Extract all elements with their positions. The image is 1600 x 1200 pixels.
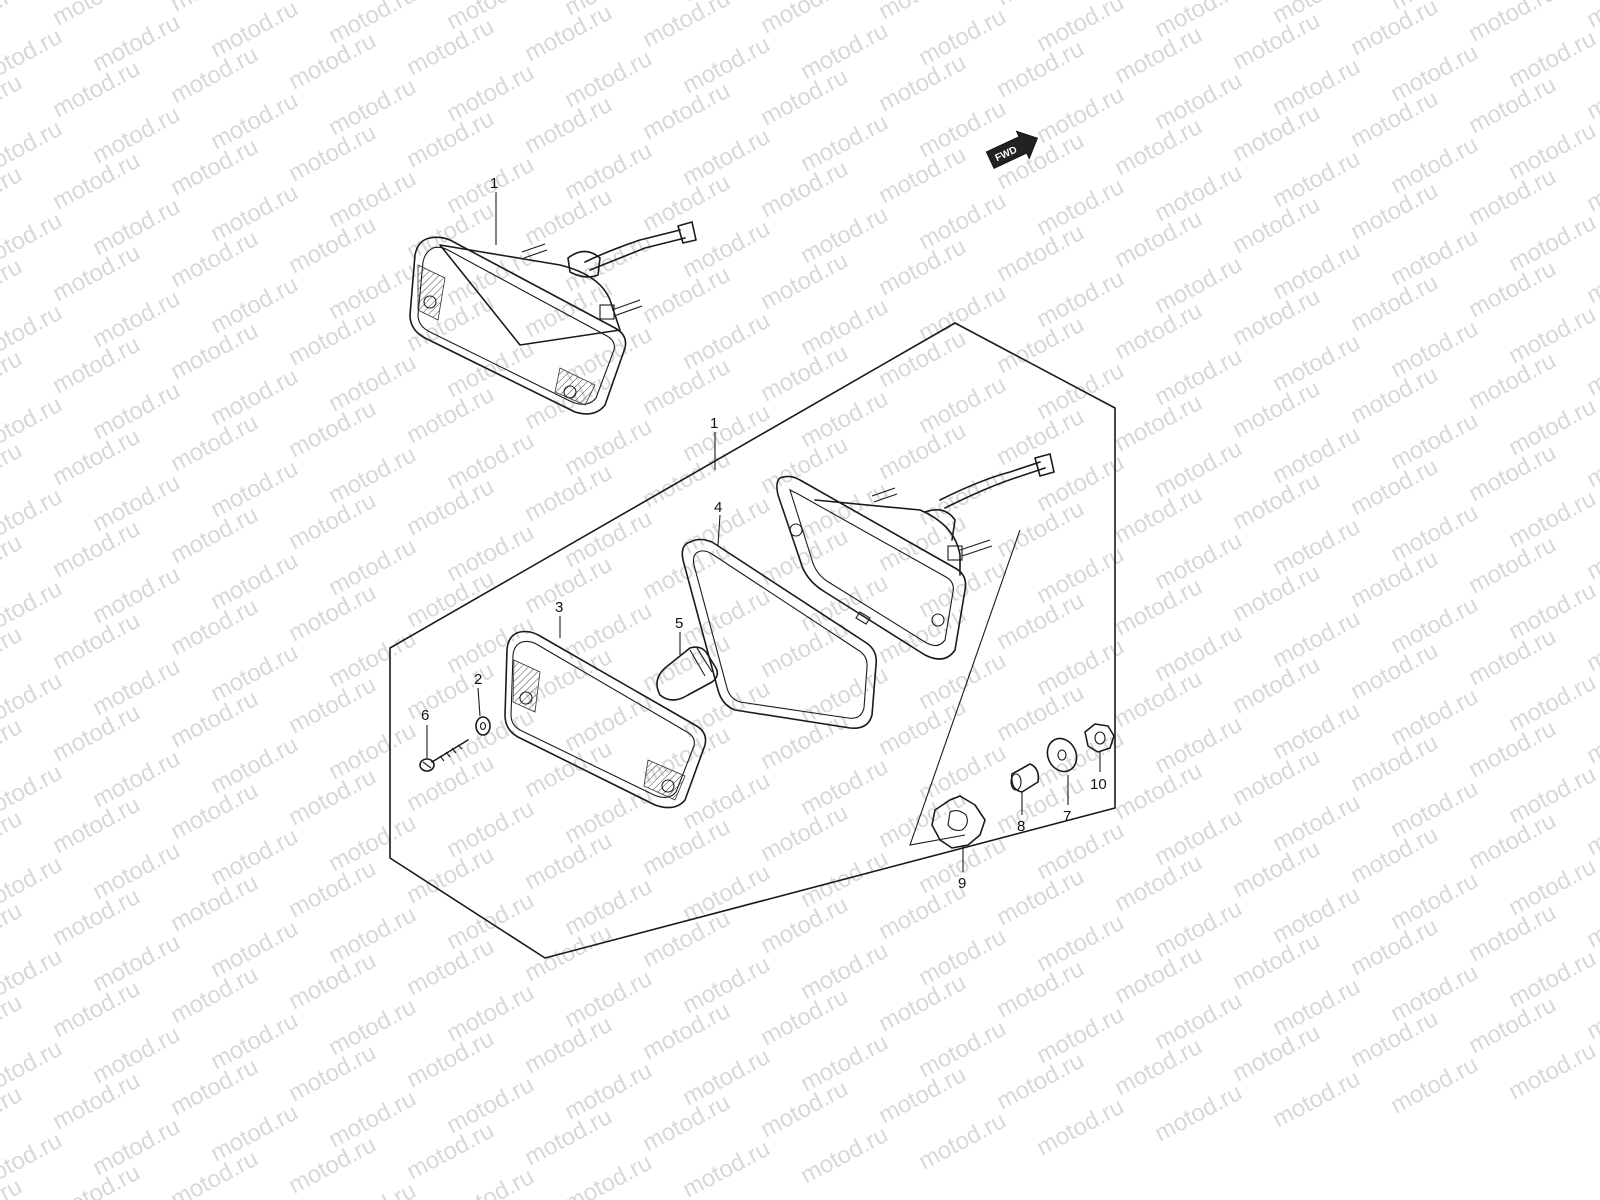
watermark-text: motod.ru: [1582, 885, 1600, 953]
watermark-text: motod.ru: [1582, 333, 1600, 401]
watermark-text: motod.ru: [1582, 57, 1600, 125]
watermark-text: motod.ru: [0, 253, 26, 321]
callout-3: 3: [555, 599, 563, 616]
exploded-view-box: [389, 322, 1116, 959]
watermark-text: motod.ru: [0, 161, 26, 229]
watermark-text: motod.ru: [678, 1135, 774, 1200]
callout-10: 10: [1090, 776, 1107, 793]
watermark-text: motod.ru: [48, 0, 144, 31]
screw: [419, 739, 469, 772]
hardware-wedge: [909, 529, 1021, 846]
watermark-text: motod.ru: [1582, 701, 1600, 769]
watermark-text: motod.ru: [0, 897, 26, 965]
watermark-text: motod.ru: [1504, 1037, 1600, 1105]
watermark-text: motod.ru: [1582, 425, 1600, 493]
watermark-text: motod.ru: [756, 0, 852, 39]
watermark-text: motod.ru: [0, 345, 26, 413]
watermark-text: motod.ru: [0, 805, 26, 873]
bulb: [656, 646, 719, 701]
watermark-text: motod.ru: [1150, 1079, 1246, 1147]
watermark-text: motod.ru: [1582, 609, 1600, 677]
callout-1-box: 1: [710, 415, 718, 432]
callout-4: 4: [714, 499, 722, 516]
watermark-text: motod.ru: [1582, 149, 1600, 217]
leader-line-2: [477, 687, 481, 717]
watermark-text: motod.ru: [0, 1081, 26, 1149]
callout-5: 5: [675, 615, 683, 632]
watermark-text: motod.ru: [874, 0, 970, 25]
watermark-text: motod.ru: [1032, 1093, 1128, 1161]
collar: [1010, 763, 1040, 793]
watermark-text: motod.ru: [442, 1163, 538, 1200]
watermark-text: motod.ru: [0, 0, 26, 45]
watermark-text: motod.ru: [0, 437, 26, 505]
watermark-text: motod.ru: [796, 1121, 892, 1189]
lens-gasket: [681, 538, 878, 730]
watermark-text: motod.ru: [0, 989, 26, 1057]
watermark-text: motod.ru: [1464, 0, 1560, 47]
callout-8: 8: [1017, 818, 1025, 835]
watermark-text: motod.ru: [324, 1177, 420, 1200]
watermark-text: motod.ru: [1346, 0, 1442, 61]
leader-line-4: [717, 514, 721, 546]
watermark-text: motod.ru: [1582, 977, 1600, 1045]
watermark-text: motod.ru: [1386, 1051, 1482, 1119]
watermark-text: motod.ru: [0, 69, 26, 137]
turn-signal-lamp-assembly-top: [409, 221, 697, 415]
fwd-arrow-icon: FWD: [985, 130, 1039, 169]
callout-1-top: 1: [490, 175, 498, 192]
watermark-text: motod.ru: [560, 1149, 656, 1200]
turn-signal-lens: [504, 630, 707, 809]
watermark-text: motod.ru: [1582, 517, 1600, 585]
watermark-text: motod.ru: [0, 621, 26, 689]
flange-nut: [1084, 723, 1115, 753]
watermark-text: motod.ru: [992, 0, 1088, 11]
washer-small: [475, 716, 491, 736]
watermark-text: motod.ru: [0, 713, 26, 781]
lamp-housing: [776, 453, 1055, 660]
callout-9: 9: [958, 875, 966, 892]
callout-2: 2: [474, 671, 482, 688]
grommet: [931, 795, 986, 849]
callout-7: 7: [1063, 808, 1071, 825]
watermark-text: motod.ru: [0, 529, 26, 597]
watermark-text: motod.ru: [166, 0, 262, 17]
watermark-text: motod.ru: [1268, 1065, 1364, 1133]
callout-6: 6: [421, 707, 429, 724]
watermark-text: motod.ru: [1582, 793, 1600, 861]
washer-large: [1046, 737, 1078, 773]
watermark-text: motod.ru: [914, 1107, 1010, 1175]
watermark-text: motod.ru: [638, 0, 734, 53]
watermark-text: motod.ru: [1582, 241, 1600, 309]
